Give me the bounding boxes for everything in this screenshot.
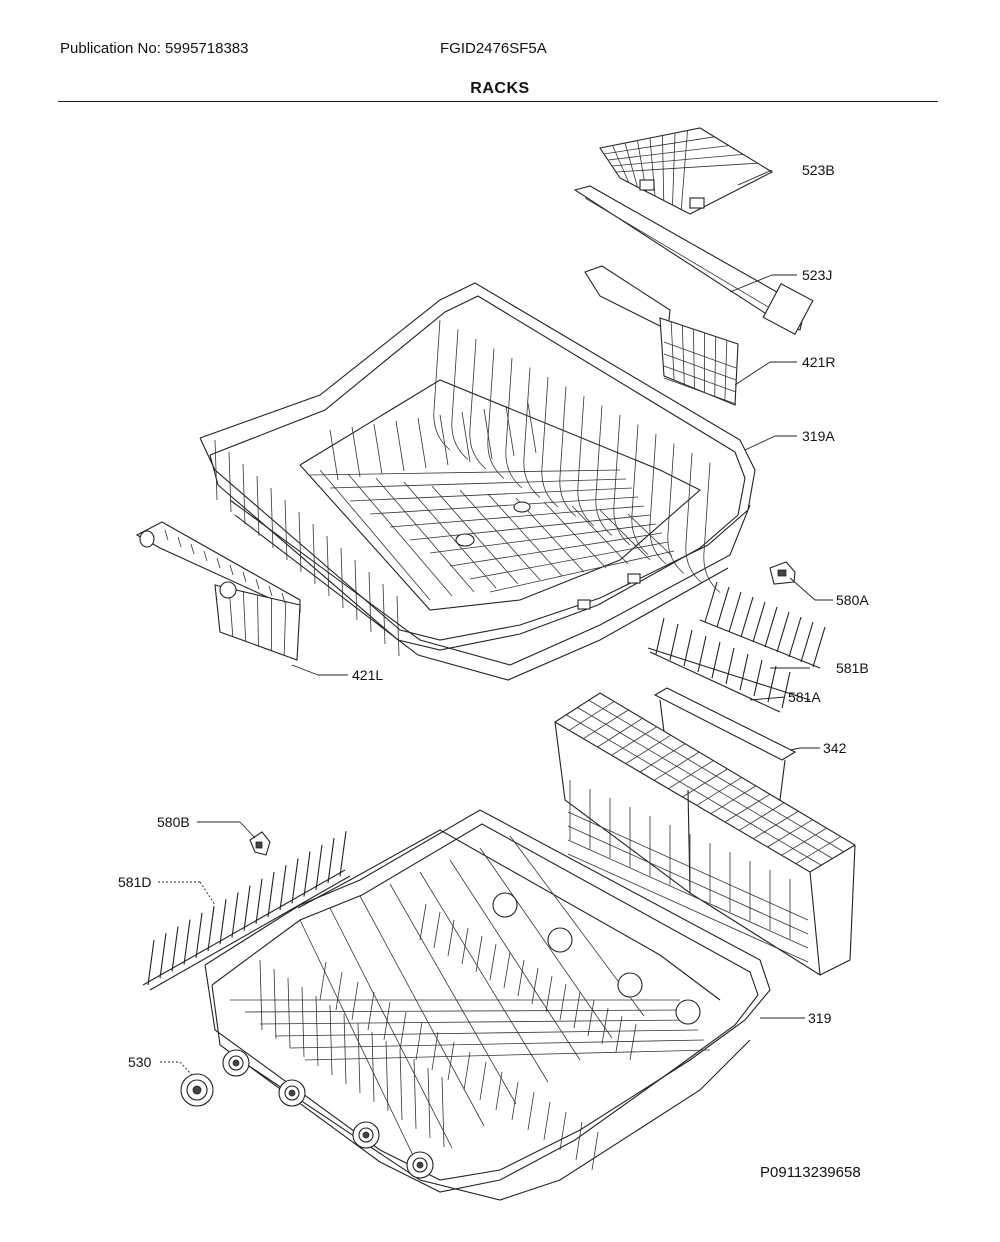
part-580A-clip [769, 561, 796, 585]
leader-lines [158, 169, 833, 1076]
label-580A: 580A [836, 592, 869, 608]
label-530: 530 [128, 1054, 152, 1070]
header-divider [58, 101, 938, 102]
part-421R-adjuster [584, 265, 739, 406]
label-319: 319 [808, 1010, 832, 1026]
label-580B: 580B [157, 814, 190, 830]
part-421L-adjuster [135, 521, 301, 661]
label-523J: 523J [802, 267, 832, 283]
label-523B: 523B [802, 162, 835, 178]
label-319A: 319A [802, 428, 835, 444]
publication-number: Publication No: 5995718383 [60, 40, 249, 57]
part-319A-upper-rack [199, 282, 756, 681]
label-421R: 421R [802, 354, 835, 370]
part-319-lower-rack [204, 809, 771, 1201]
part-523J-rail [573, 185, 814, 335]
model-number: FGID2476SF5A [440, 40, 547, 57]
document-id: P09113239658 [760, 1164, 861, 1181]
part-342-cutlery-basket [554, 687, 856, 976]
part-523B-tray [599, 127, 774, 215]
part-530-wheel [180, 1073, 214, 1107]
label-421L: 421L [352, 667, 383, 683]
page-title: RACKS [470, 80, 530, 97]
label-581A: 581A [788, 689, 821, 705]
label-581B: 581B [836, 660, 869, 676]
part-581D-tines [142, 831, 351, 991]
label-342: 342 [823, 740, 847, 756]
label-581D: 581D [118, 874, 151, 890]
part-581B-581A-tines [647, 581, 826, 713]
